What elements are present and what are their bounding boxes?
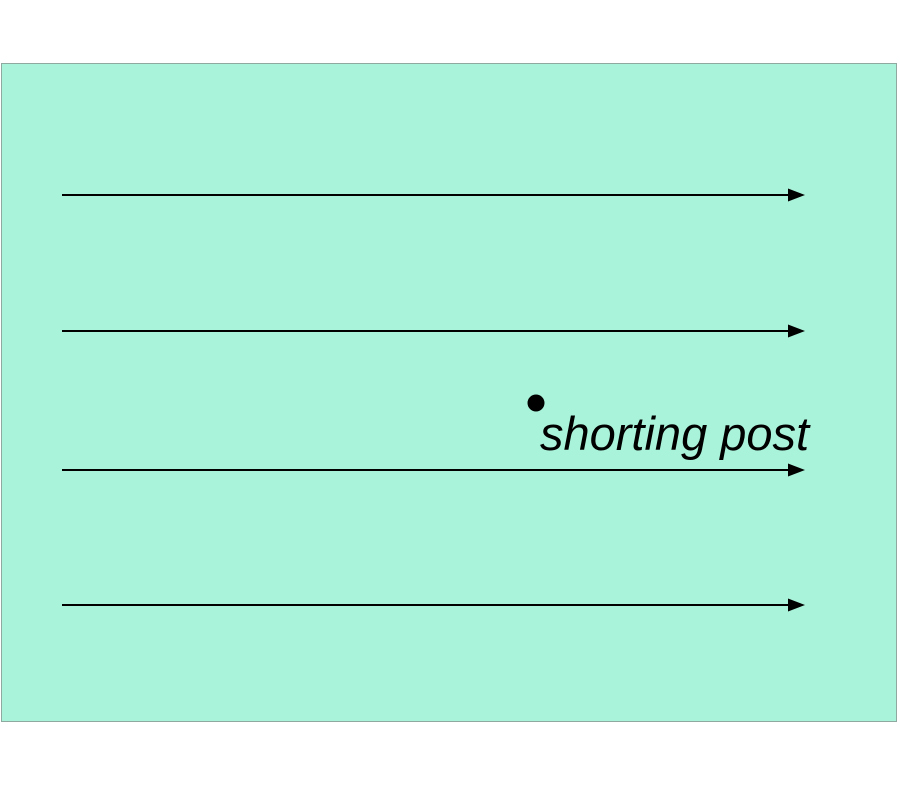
diagram-panel bbox=[1, 63, 897, 722]
